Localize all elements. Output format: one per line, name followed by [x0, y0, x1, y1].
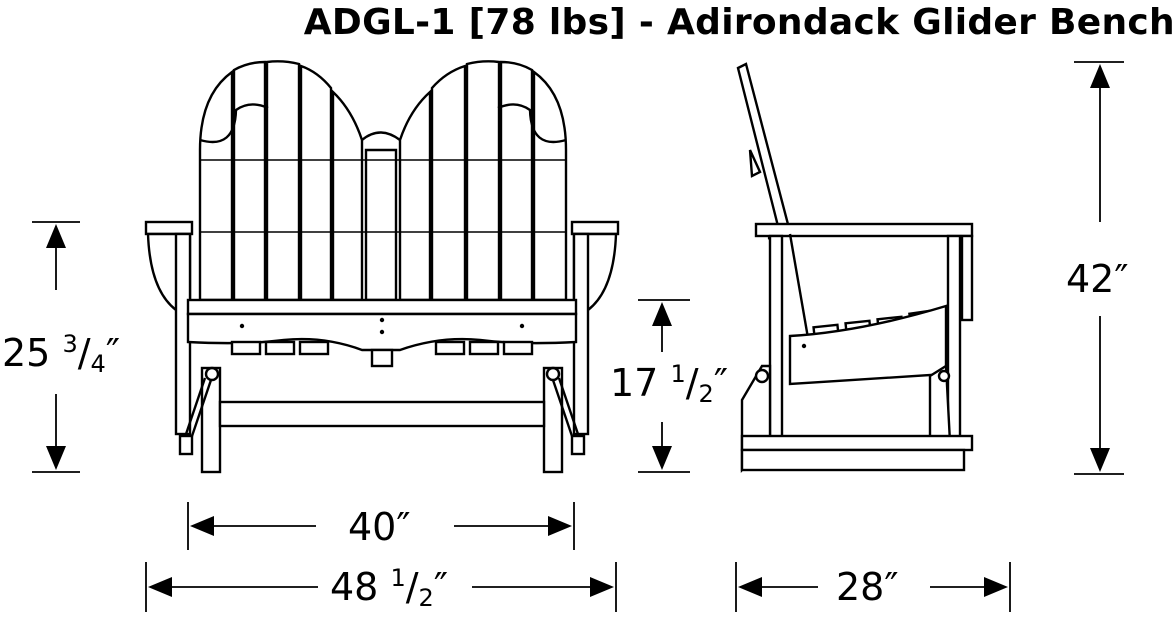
dim-seat-height	[638, 299, 690, 473]
dim-seat-width	[187, 502, 575, 550]
dim-total-height	[1074, 61, 1124, 475]
backrest-slats	[198, 60, 568, 302]
armrests	[144, 220, 620, 436]
dim-overall-width-label: 48 1/2″	[330, 564, 448, 612]
dim-total-height-label: 42″	[1066, 257, 1129, 301]
front-view	[144, 60, 620, 474]
dim-arm-height-label: 25 3/4″	[2, 330, 120, 378]
side-view	[736, 62, 974, 474]
dim-seat-width-label: 40″	[348, 505, 411, 549]
glider-base	[178, 366, 586, 474]
seat-apron	[186, 298, 578, 368]
dim-depth-label: 28″	[836, 565, 899, 609]
page-title: ADGL-1 [78 lbs] - Adirondack Glider Benc…	[303, 2, 1175, 43]
dim-arm-height	[32, 221, 80, 473]
dim-overall-width	[145, 562, 617, 612]
dim-seat-height-label: 17 1/2″	[610, 360, 728, 408]
dim-depth	[735, 562, 1011, 612]
